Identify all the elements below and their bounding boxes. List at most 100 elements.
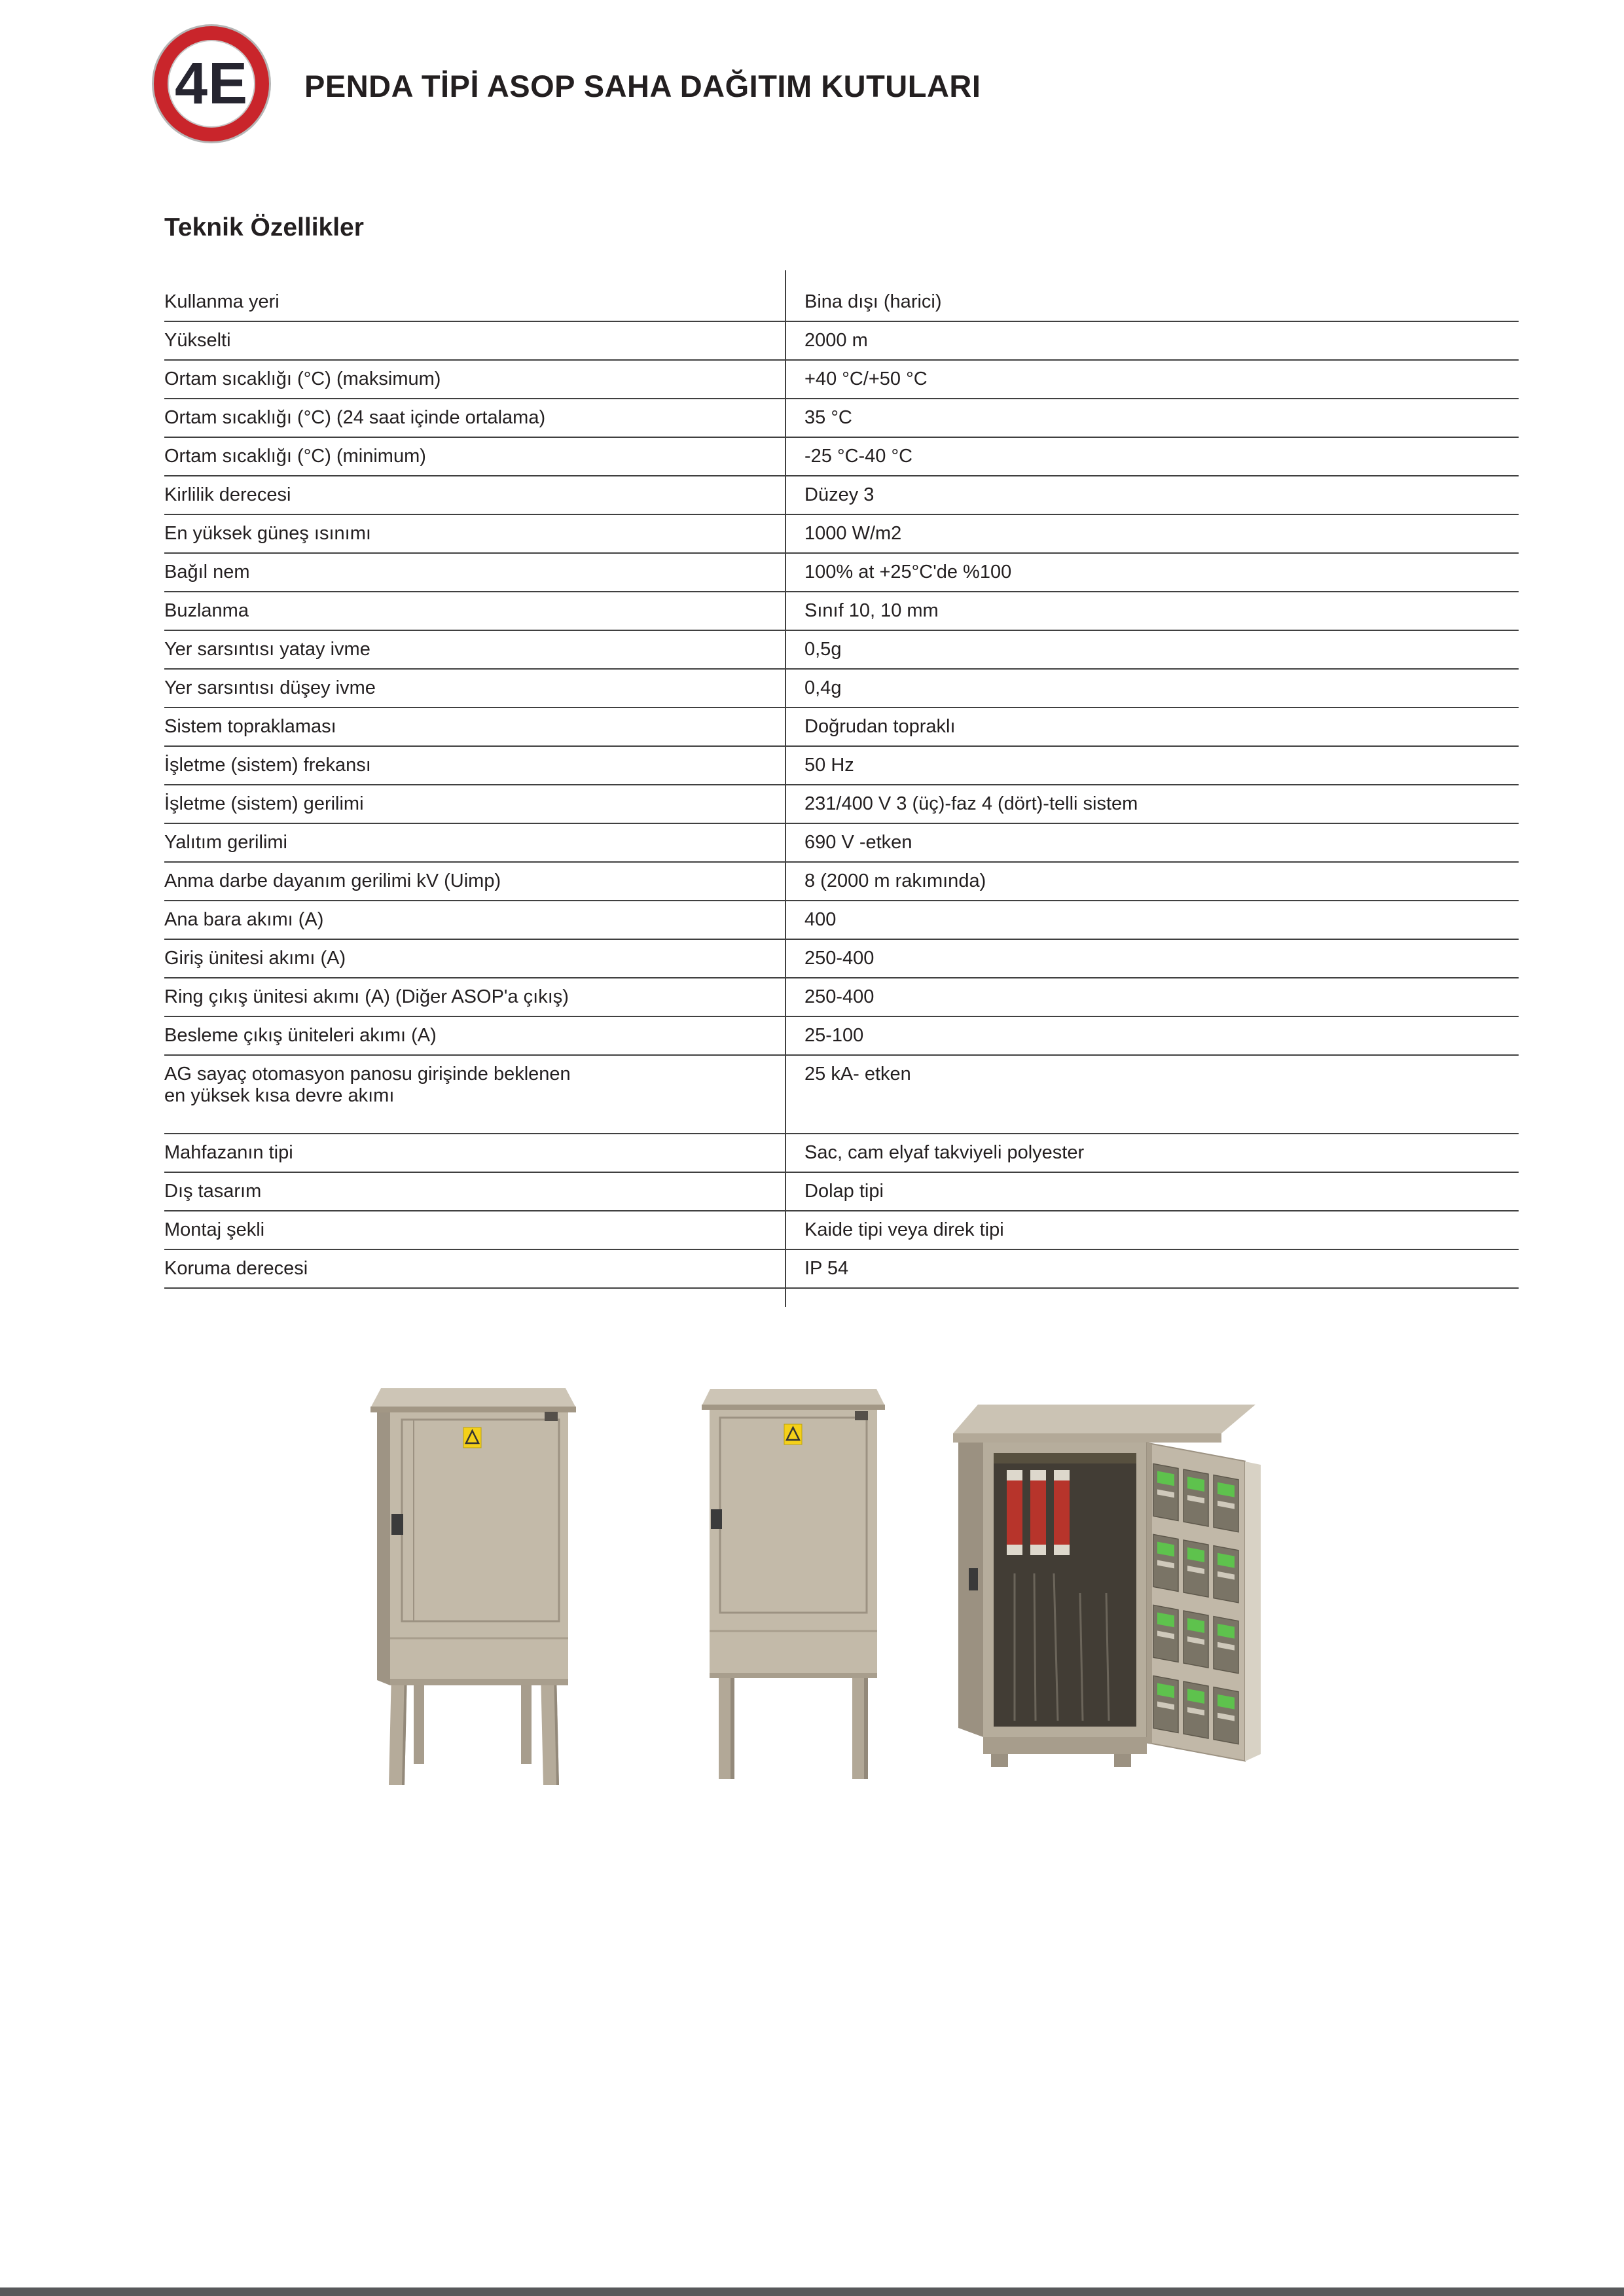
badge-label: 4E (174, 50, 249, 117)
spec-value: Sac, cam elyaf takviyeli polyester (804, 1142, 1085, 1163)
interior-top-rail (994, 1453, 1136, 1463)
spec-label: En yüksek güneş ısınımı (164, 523, 371, 544)
table-row: Yer sarsıntısı yatay ivme 0,5g (164, 631, 1519, 670)
spec-label: Yer sarsıntısı yatay ivme (164, 639, 370, 660)
cabinet-body (710, 1403, 877, 1678)
table-row: Giriş ünitesi akımı (A) 250-400 (164, 940, 1519, 978)
spec-label: Anma darbe dayanım gerilimi kV (Uimp) (164, 870, 501, 891)
spec-value: 1000 W/m2 (804, 523, 902, 544)
spec-value: +40 °C/+50 °C (804, 368, 928, 389)
cabinet-base (983, 1737, 1147, 1754)
cabinet-foot (991, 1754, 1008, 1767)
spec-value: 100% at +25°C'de %100 (804, 562, 1012, 583)
table-row: Anma darbe dayanım gerilimi kV (Uimp) 8 … (164, 863, 1519, 901)
cabinet-open-door (1146, 1442, 1246, 1762)
spec-value: Bina dışı (harici) (804, 291, 942, 312)
spec-label: Yer sarsıntısı düşey ivme (164, 677, 376, 698)
spec-label: Yalıtım gerilimi (164, 832, 287, 853)
spec-value: 25-100 (804, 1025, 864, 1046)
table-row: Kullanma yeri Bina dışı (harici) (164, 283, 1519, 322)
meter-display (1157, 1683, 1174, 1698)
spec-label: Dış tasarım (164, 1181, 262, 1202)
lock-icon (969, 1568, 978, 1590)
table-row: Yalıtım gerilimi 690 V -etken (164, 824, 1519, 863)
table-row: Bağıl nem 100% at +25°C'de %100 (164, 554, 1519, 592)
cabinet-roof (953, 1405, 1255, 1433)
spec-value: 8 (2000 m rakımında) (804, 870, 986, 891)
spec-label: Montaj şekli (164, 1219, 265, 1240)
table-row: Dış tasarım Dolap tipi (164, 1173, 1519, 1211)
lock-icon (391, 1514, 403, 1535)
spec-label: İşletme (sistem) gerilimi (164, 793, 364, 814)
door-edge (1245, 1462, 1261, 1761)
lock-icon (711, 1509, 722, 1529)
spec-label: Buzlanma (164, 600, 249, 621)
cabinet-roof (370, 1388, 576, 1408)
page-bottom-rule (0, 2287, 1624, 2296)
meter-display (1218, 1552, 1235, 1568)
meter-display (1218, 1482, 1235, 1498)
meter-display (1218, 1694, 1235, 1710)
spec-value: 250-400 (804, 986, 875, 1007)
table-row: Ring çıkış ünitesi akımı (A) (Diğer ASOP… (164, 978, 1519, 1017)
figure-cabinet-open (953, 1405, 1261, 1767)
meter-display (1187, 1477, 1204, 1492)
spec-value: Kaide tipi veya direk tipi (804, 1219, 1004, 1240)
spec-label: Bağıl nem (164, 562, 250, 583)
page-title: PENDA TİPİ ASOP SAHA DAĞITIM KUTULARI (304, 69, 981, 103)
spec-label: Giriş ünitesi akımı (A) (164, 948, 346, 969)
spec-value: 25 kA- etken (804, 1064, 911, 1085)
spec-value: IP 54 (804, 1258, 849, 1279)
spec-value: 35 °C (804, 407, 852, 428)
table-row: Sistem topraklaması Doğrudan topraklı (164, 708, 1519, 747)
meter-display (1187, 1547, 1204, 1562)
table-row: Besleme çıkış üniteleri akımı (A) 25-100 (164, 1017, 1519, 1056)
table-row: Ana bara akımı (A) 400 (164, 901, 1519, 940)
spec-label: Yükselti (164, 330, 231, 351)
spec-label: Kullanma yeri (164, 291, 280, 312)
meter-display (1187, 1618, 1204, 1633)
table-row: AG sayaç otomasyon panosu girişinde bekl… (164, 1056, 1519, 1134)
spec-value: 0,5g (804, 639, 842, 660)
fuse-units (1007, 1470, 1070, 1555)
cabinet-roof-edge (953, 1433, 1221, 1443)
warning-icon (784, 1424, 803, 1445)
spec-label: Mahfazanın tipi (164, 1142, 293, 1163)
figure-cabinet-closed-angled (370, 1388, 576, 1785)
table-row: Ortam sıcaklığı (°C) (maksimum) +40 °C/+… (164, 361, 1519, 399)
table-column-divider (785, 270, 786, 1307)
meter-display (1157, 1471, 1174, 1486)
meter-display (1218, 1623, 1235, 1639)
spec-label: Koruma derecesi (164, 1258, 308, 1279)
table-row: İşletme (sistem) frekansı 50 Hz (164, 747, 1519, 785)
spec-value: 50 Hz (804, 755, 854, 776)
spec-value: Doğrudan topraklı (804, 716, 956, 737)
spec-label: AG sayaç otomasyon panosu girişinde bekl… (164, 1064, 571, 1106)
table-row: İşletme (sistem) gerilimi 231/400 V 3 (ü… (164, 785, 1519, 824)
spec-label: Ortam sıcaklığı (°C) (maksimum) (164, 368, 441, 389)
section-number-badge: 4E (154, 26, 269, 141)
spec-label: Sistem topraklaması (164, 716, 336, 737)
spec-label: Ring çıkış ünitesi akımı (A) (Diğer ASOP… (164, 986, 569, 1007)
meter-display (1187, 1689, 1204, 1704)
spec-value: 0,4g (804, 677, 842, 698)
warning-icon (463, 1427, 482, 1448)
table-row: Ortam sıcaklığı (°C) (minimum) -25 °C-40… (164, 438, 1519, 476)
table-row: Yer sarsıntısı düşey ivme 0,4g (164, 670, 1519, 708)
spec-label: Kirlilik derecesi (164, 484, 291, 505)
spec-value: Düzey 3 (804, 484, 875, 505)
cabinet-legs (389, 1666, 559, 1785)
meter-display (1157, 1541, 1174, 1557)
spec-value: Sınıf 10, 10 mm (804, 600, 939, 621)
table-row: Mahfazanın tipi Sac, cam elyaf takviyeli… (164, 1134, 1519, 1173)
spec-label: İşletme (sistem) frekansı (164, 755, 371, 776)
spec-value: 2000 m (804, 330, 868, 351)
cabinet-roof-shadow (370, 1407, 576, 1412)
spec-value: Dolap tipi (804, 1181, 884, 1202)
product-figures (0, 1381, 1624, 1826)
table-row: Buzlanma Sınıf 10, 10 mm (164, 592, 1519, 631)
spec-value: 231/400 V 3 (üç)-faz 4 (dört)-telli sist… (804, 793, 1138, 814)
spec-value: -25 °C-40 °C (804, 446, 913, 467)
table-row: Yükselti 2000 m (164, 322, 1519, 361)
section-heading: Teknik Özellikler (164, 213, 364, 242)
